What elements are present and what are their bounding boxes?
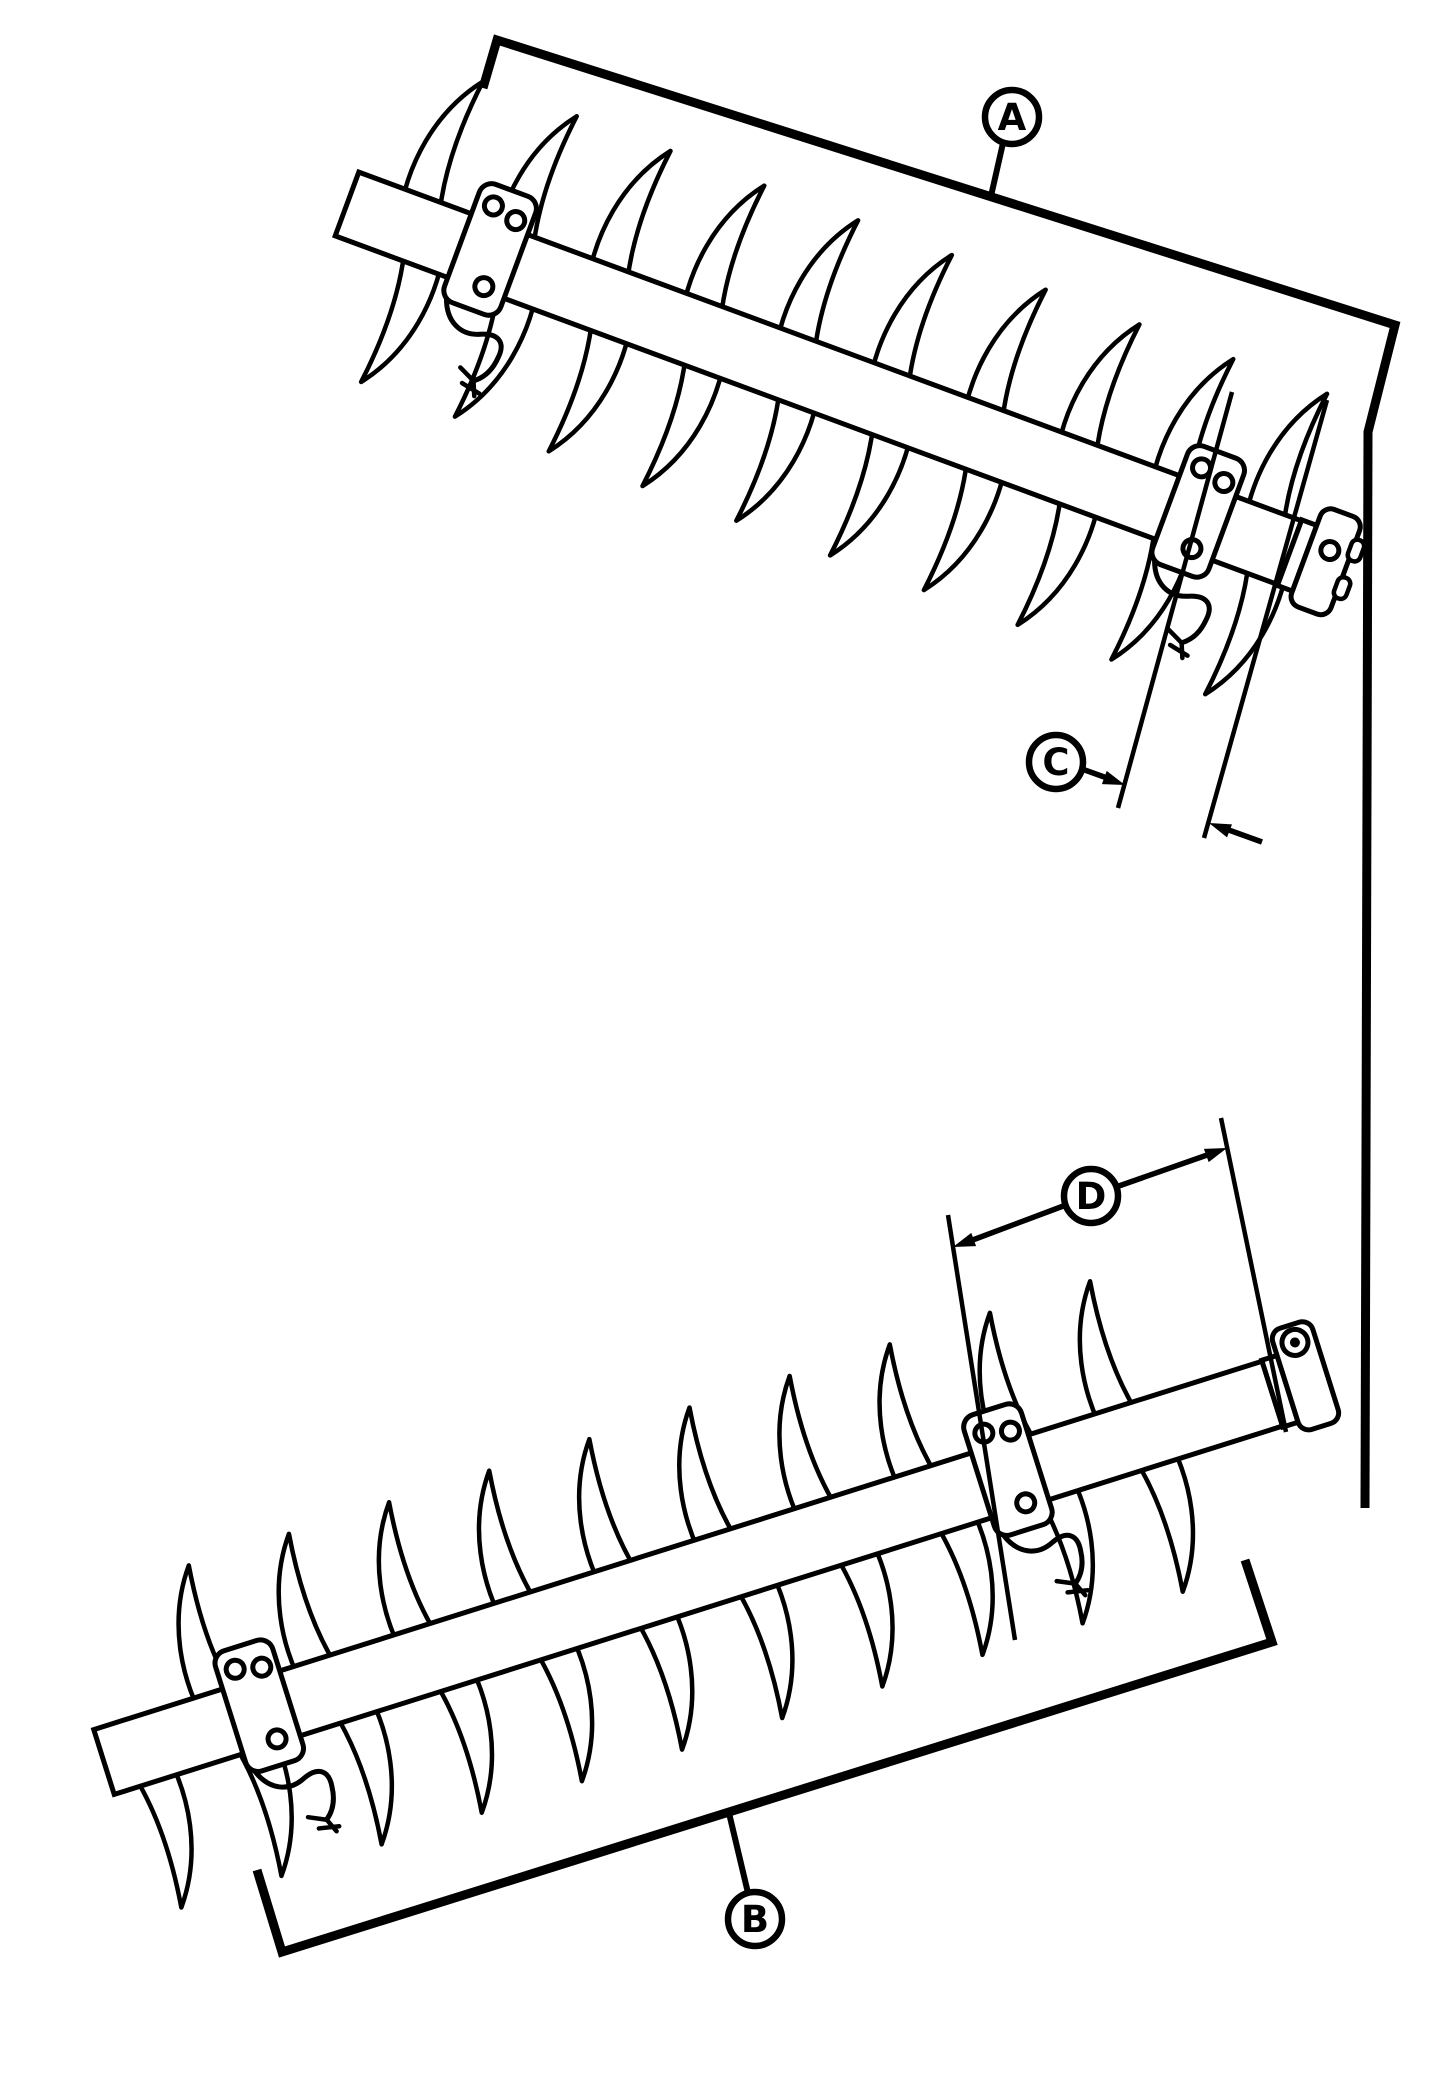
callout-a-label: A — [998, 96, 1027, 139]
dimension-c — [1081, 391, 1330, 845]
callout-d-circle — [1060, 1165, 1122, 1227]
callout-b-label: B — [741, 1898, 769, 1941]
callout-d-label: D — [1076, 1175, 1107, 1218]
dimension-c-arrowhead-right — [1209, 823, 1232, 838]
extension-line-d-left — [945, 1214, 1018, 1641]
callout-c-label: C — [1042, 741, 1069, 784]
end-tab — [1331, 574, 1353, 602]
bracket-b-line — [252, 1558, 1278, 1958]
extension-line-c-right — [1201, 399, 1330, 839]
dimension-c-arrow-left-tail — [1081, 766, 1108, 781]
callout-a: A — [981, 86, 1043, 148]
dimension-c-arrowhead-left — [1101, 770, 1125, 785]
callout-d: D — [1060, 1165, 1122, 1227]
bracket-a-line — [478, 34, 1401, 1509]
reel-assembly-b — [90, 1222, 1342, 1917]
callout-c: C — [1025, 731, 1087, 793]
callout-b: B — [724, 1888, 786, 1950]
end-plate-hole — [1318, 539, 1342, 563]
end-bolt-center — [1289, 1337, 1300, 1348]
callout-b-leader — [726, 1812, 751, 1894]
extension-line-d-right — [1218, 1117, 1289, 1433]
dimension-d-line-left — [969, 1202, 1067, 1244]
dimension-d-arrowhead-left — [953, 1232, 977, 1247]
end-tab — [1345, 537, 1367, 564]
dimension-c-arrow-right-tail — [1225, 826, 1263, 845]
callout-c-circle — [1025, 731, 1087, 793]
reel-assembly-a — [331, 52, 1367, 728]
dimension-d — [945, 1117, 1289, 1641]
callout-a-circle — [981, 86, 1043, 148]
extent-bracket-b — [252, 1558, 1278, 1958]
end-plate — [1288, 506, 1363, 618]
dimension-d-line-right — [1115, 1151, 1211, 1190]
callout-b-circle — [724, 1888, 786, 1950]
end-cap — [1274, 506, 1367, 618]
dimension-d-arrowhead-right — [1203, 1148, 1227, 1163]
callout-a-leader — [988, 142, 1006, 197]
extension-line-c-left — [1115, 391, 1235, 809]
extent-bracket-a — [478, 34, 1401, 1509]
